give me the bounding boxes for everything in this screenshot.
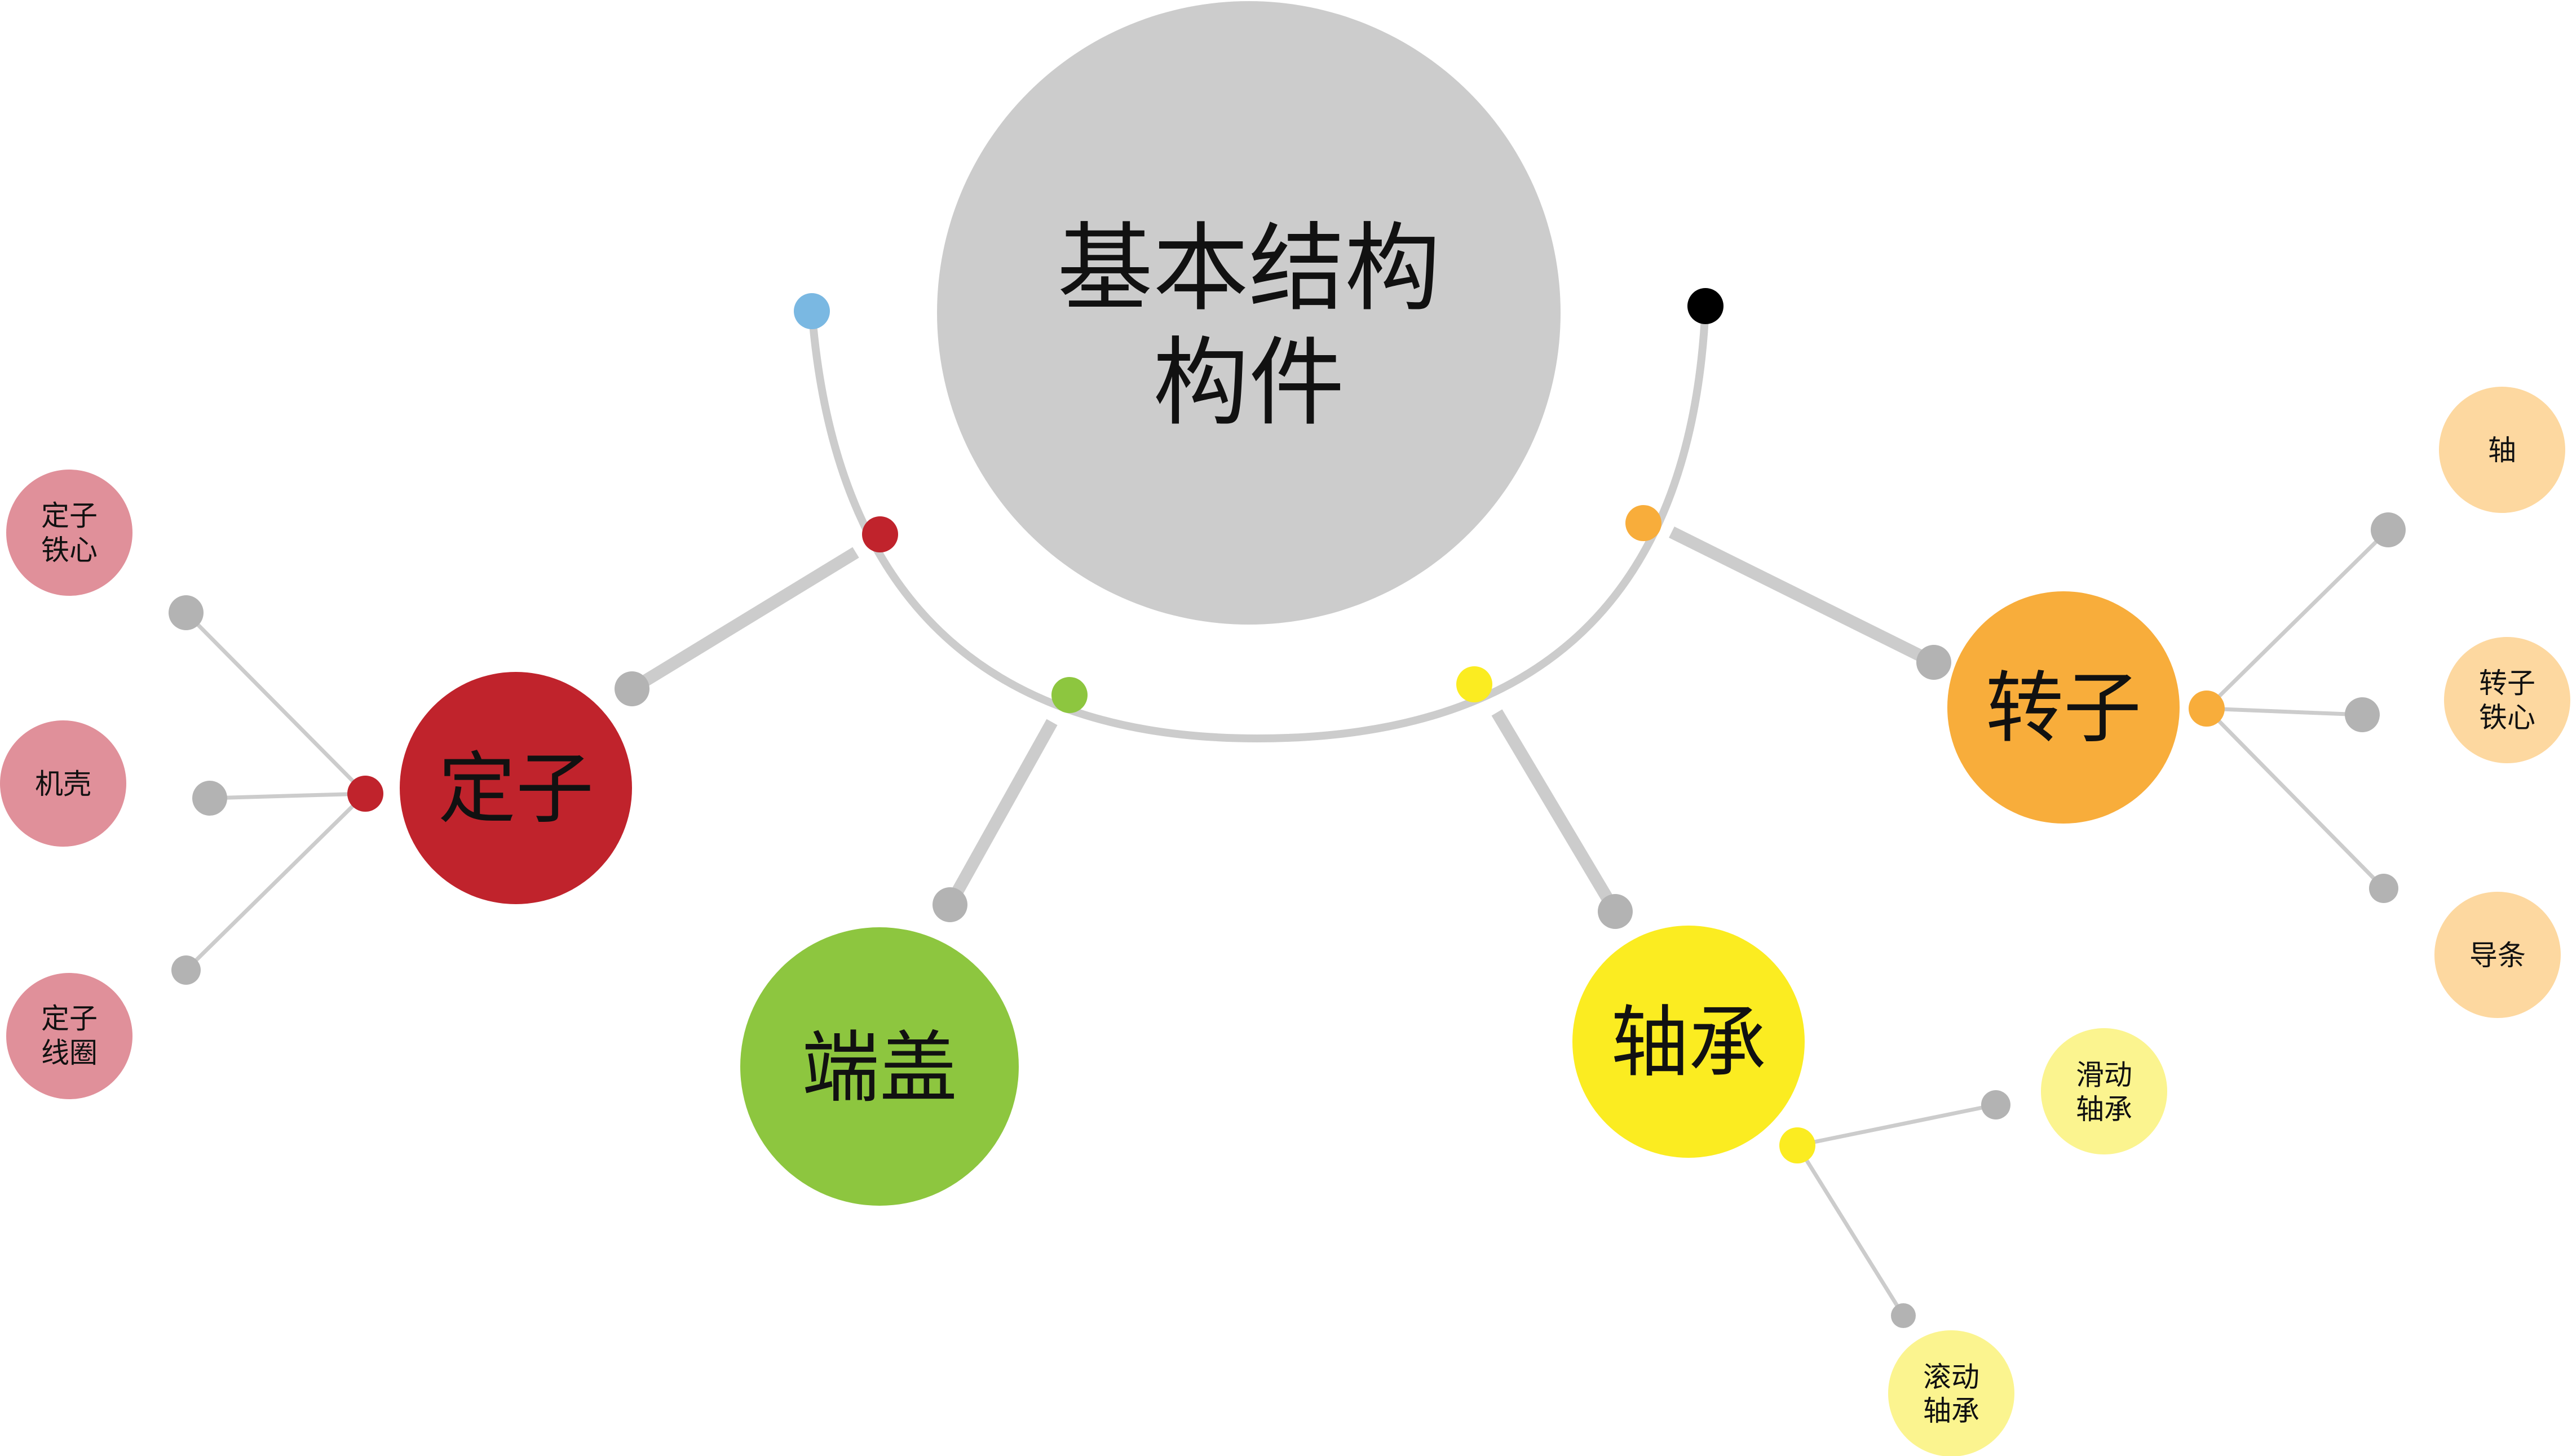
leaf-label-sliding-bearing-line1: 滑动	[2076, 1059, 2132, 1091]
arc-dot-stator	[862, 516, 898, 552]
center-label-line2: 构件	[1153, 328, 1345, 439]
bearing-leaf-dot-2	[1891, 1303, 1916, 1328]
leaf-label-stator-coil-line2: 线圈	[41, 1037, 98, 1069]
branch-node-bearing[interactable]	[1572, 926, 1805, 1158]
leaf-label-stator-coil-line1: 定子	[41, 1002, 98, 1035]
stator-leaf-lines	[184, 611, 367, 972]
branch-label-stator: 定子	[438, 744, 594, 834]
leaf-label-sliding-bearing-line2: 轴承	[2076, 1093, 2132, 1126]
center-node[interactable]	[937, 1, 1561, 625]
leaf-node-rolling-bearing[interactable]	[1888, 1330, 2014, 1456]
branch-node-stator[interactable]	[400, 672, 632, 904]
leaf-node-rotor-core[interactable]	[2444, 637, 2570, 763]
leaf-label-rolling-bearing-line2: 轴承	[1923, 1395, 1979, 1427]
arc-dot-rotor	[1625, 505, 1661, 541]
center-label-line1: 基本结构	[1057, 213, 1440, 325]
arc-dot-endcap	[1051, 677, 1088, 713]
branch-label-rotor: 转子	[1986, 663, 2141, 754]
branch-label-bearing: 轴承	[1611, 997, 1766, 1088]
bearing-hub-dot	[1779, 1127, 1815, 1163]
branch-label-endcap: 端盖	[802, 1023, 957, 1113]
leaf-node-sliding-bearing[interactable]	[2041, 1028, 2167, 1154]
rotor-leaf-dot-1	[2371, 512, 2406, 547]
leaf-label-rotor-core-line2: 铁心	[2479, 701, 2535, 734]
junction-dot-endcap	[933, 887, 967, 922]
leaf-node-conductor-bar[interactable]	[2434, 892, 2561, 1018]
stator-leaf-dot-2	[192, 781, 227, 816]
stator-leaf-dot-1	[169, 595, 204, 630]
leaf-label-shaft: 轴	[2488, 434, 2516, 467]
bearing-leaf-lines	[1796, 1103, 1996, 1317]
leaf-label-conductor-bar: 导条	[2469, 939, 2526, 972]
leaf-node-stator-core[interactable]	[6, 470, 132, 596]
arc-start-dot	[794, 293, 830, 329]
rotor-hub-dot	[2189, 691, 2225, 727]
bearing-leaf-dot-1	[1981, 1090, 2010, 1119]
junction-dot-bearing	[1598, 894, 1633, 929]
arc-dot-bearing	[1456, 666, 1492, 702]
junction-dot-stator	[615, 671, 649, 706]
rotor-leaf-dot-3	[2369, 874, 2398, 903]
connector-endcap	[944, 719, 1058, 908]
leaf-label-rolling-bearing-line1: 滚动	[1923, 1361, 1979, 1393]
connector-stator	[629, 547, 859, 694]
arc-end-dot	[1687, 288, 1723, 324]
connector-rotor	[1669, 526, 1937, 668]
leaf-node-stator-coil[interactable]	[6, 973, 132, 1099]
stator-hub-dot	[347, 776, 383, 812]
branch-node-rotor[interactable]	[1947, 591, 2180, 824]
junction-dot-rotor	[1916, 645, 1951, 680]
leaf-label-rotor-core-line1: 转子	[2479, 667, 2535, 700]
branch-node-endcap[interactable]	[740, 927, 1019, 1206]
leaf-label-stator-core-line2: 铁心	[41, 534, 98, 567]
rotor-leaf-dot-2	[2345, 697, 2380, 732]
stator-leaf-dot-3	[171, 955, 201, 985]
rotor-leaf-lines	[2205, 528, 2390, 890]
connector-bearing	[1491, 709, 1621, 915]
leaf-node-housing[interactable]	[0, 720, 126, 847]
leaf-label-stator-core-line1: 定子	[41, 499, 98, 532]
leaf-node-shaft[interactable]	[2439, 387, 2565, 513]
leaf-label-housing: 机壳	[35, 768, 91, 800]
